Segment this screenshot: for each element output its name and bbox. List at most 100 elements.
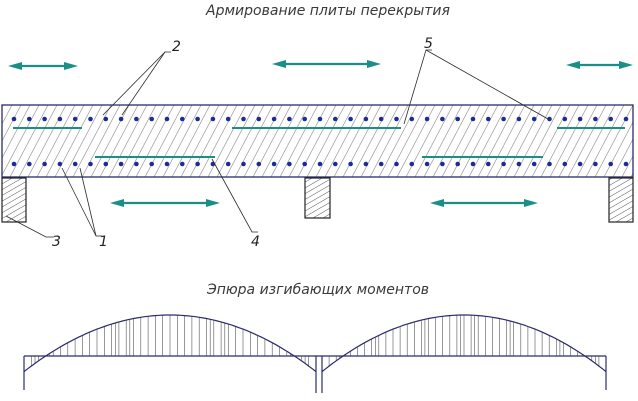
hatch-line	[2, 105, 31, 159]
hatch-line	[261, 105, 301, 177]
hatch-line	[90, 105, 130, 177]
hatch-line	[468, 105, 508, 177]
rebar-dot	[11, 161, 17, 167]
callout-1: 1	[99, 234, 108, 250]
hatch-line	[414, 105, 454, 177]
supports	[1, 177, 634, 223]
arrowhead-right	[619, 61, 633, 69]
hatch-line	[243, 105, 283, 177]
rebar-dot	[378, 161, 384, 167]
hatch-line	[513, 105, 553, 177]
support-left	[1, 177, 27, 223]
rebar-dot	[88, 116, 93, 122]
hatch-line	[2, 105, 40, 176]
support-middle	[304, 177, 331, 219]
rebar-dot	[57, 116, 63, 122]
rebar-dot	[501, 161, 506, 167]
rebar-dot	[363, 116, 369, 122]
leader-5b	[425, 49, 549, 120]
hatch-line	[477, 105, 517, 177]
hatch-line	[306, 105, 346, 177]
moment-diagram-title: Эпюра изгибающих моментов	[206, 282, 429, 298]
double-arrow	[8, 62, 78, 70]
hatch-line	[2, 105, 22, 142]
rebar-dot	[72, 116, 78, 122]
hatch-line	[540, 105, 580, 177]
arrowhead-left	[430, 199, 444, 207]
slab-outline	[1, 104, 634, 178]
rebar-dot	[180, 161, 185, 167]
hatch-line	[288, 105, 328, 177]
leader-2b	[121, 51, 166, 116]
hatch-line	[549, 105, 589, 177]
hatch-line	[270, 105, 310, 177]
hatch-line	[144, 105, 184, 177]
hatch-line	[81, 105, 121, 177]
hatch-line	[234, 105, 274, 177]
hatch-line	[279, 105, 319, 177]
hatch-line	[297, 105, 337, 177]
hatch-line	[63, 105, 103, 177]
rebar-dot	[593, 161, 598, 167]
rebar-dot	[470, 161, 476, 167]
leader-1a	[61, 167, 97, 237]
rebar-dot	[256, 116, 262, 122]
arrowhead-left	[566, 61, 580, 69]
rebar-dot	[287, 161, 292, 167]
hatch-line	[18, 105, 58, 177]
hatch-line	[459, 105, 499, 177]
rebar-dot	[486, 116, 491, 122]
rebar-dot	[547, 161, 552, 167]
double-arrow	[110, 199, 220, 207]
rebar-dot	[134, 116, 139, 122]
rebar-dot	[149, 116, 154, 122]
rebar-dot	[577, 116, 583, 122]
rebar-dot	[164, 161, 170, 167]
leader-5a	[403, 49, 432, 125]
hatch-line	[441, 105, 481, 177]
rebar-dot	[302, 116, 308, 122]
callout-5: 5	[424, 36, 433, 52]
rebar-dot	[394, 116, 399, 122]
rebar-dot	[440, 161, 445, 167]
hatch-line	[2, 105, 13, 125]
rebar-dot	[195, 116, 200, 122]
rebar-dot	[11, 116, 17, 122]
leader-3	[5, 215, 54, 238]
rebar-dot	[531, 161, 537, 167]
leader-1b	[79, 167, 97, 237]
rebar-dot	[42, 116, 47, 122]
rebar-dot	[577, 161, 583, 167]
rebar-dot	[608, 161, 613, 167]
rebar-dot	[516, 116, 522, 122]
arrowhead-left	[272, 60, 286, 68]
rebar-dot	[562, 161, 568, 167]
rebar-dot	[470, 116, 476, 122]
arrowhead-left	[110, 199, 124, 207]
rebar-dot	[57, 161, 63, 167]
rebar-dot	[486, 161, 491, 167]
rebar-dot	[241, 116, 246, 122]
rebar-dot	[424, 161, 430, 167]
rebar-dot	[27, 161, 32, 167]
hatch-line	[54, 105, 94, 177]
hatch-line	[189, 105, 229, 177]
rebar-dot	[562, 116, 568, 122]
rebar-dot	[271, 161, 277, 167]
hatch-line	[423, 105, 463, 177]
rebar-dot	[88, 161, 93, 167]
hatch-line	[351, 105, 391, 177]
rebar-dot	[241, 161, 246, 167]
rebar-dot	[333, 116, 338, 122]
rebar-dot	[42, 161, 47, 167]
arrowhead-right	[367, 60, 381, 68]
rebar-dot	[317, 161, 323, 167]
rebar-dot	[455, 161, 461, 167]
hatch-line	[9, 105, 49, 177]
rebar-dot	[623, 116, 629, 122]
rebar-dot	[516, 161, 522, 167]
rebar-dot	[623, 161, 629, 167]
rebar-dot	[363, 161, 369, 167]
hatch-line	[135, 105, 175, 177]
